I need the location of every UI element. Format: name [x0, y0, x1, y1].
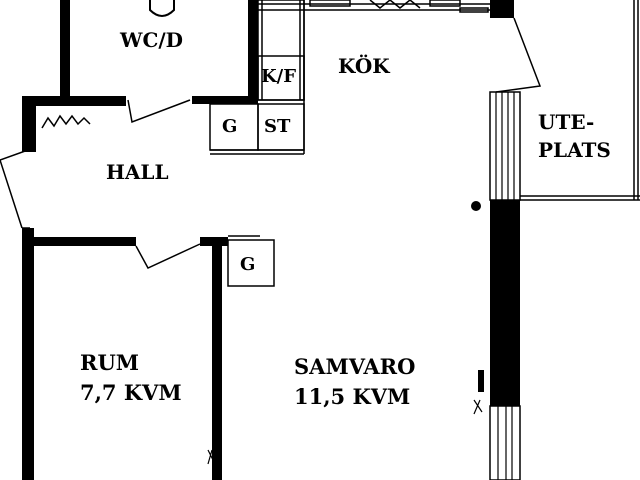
entrance-door	[0, 149, 30, 229]
room-name-label: RUM	[80, 350, 140, 375]
kitchen-counter	[209, 0, 305, 155]
window-marker-left	[207, 449, 215, 465]
corner-pillar	[490, 0, 514, 18]
kitchen-label: KÖK	[338, 54, 390, 78]
kitchen-cabinet-label: G	[222, 116, 238, 137]
living-area-label: 11,5 KVM	[294, 384, 411, 409]
patio-outline	[520, 0, 640, 201]
exterior-wall-right	[478, 91, 521, 480]
patio-label-line1: UTE-	[538, 110, 595, 134]
top-wall	[258, 0, 490, 13]
fridge-freezer-label: K/F	[261, 66, 296, 87]
room-area-label: 7,7 KVM	[80, 380, 182, 405]
stove-label: ST	[264, 116, 291, 137]
wc-door-swing	[127, 99, 191, 124]
hall-label: HALL	[106, 160, 169, 184]
hall-hatch	[41, 114, 91, 129]
patio-label-line2: PLATS	[538, 138, 611, 162]
living-name-label: SAMVARO	[294, 354, 416, 379]
living-cabinet-label: G	[240, 254, 256, 275]
toilet-icon	[149, 0, 175, 17]
window-marker-right	[473, 399, 483, 415]
living-cabinet-box	[227, 239, 275, 287]
room-walls	[22, 228, 228, 480]
wc-label: WC/D	[120, 28, 184, 52]
wall-light-icon	[471, 201, 481, 211]
hall-upper-wall	[22, 96, 258, 152]
room-door-swing	[135, 243, 201, 269]
balcony-door-swing	[495, 17, 542, 93]
wc-walls	[60, 0, 258, 96]
